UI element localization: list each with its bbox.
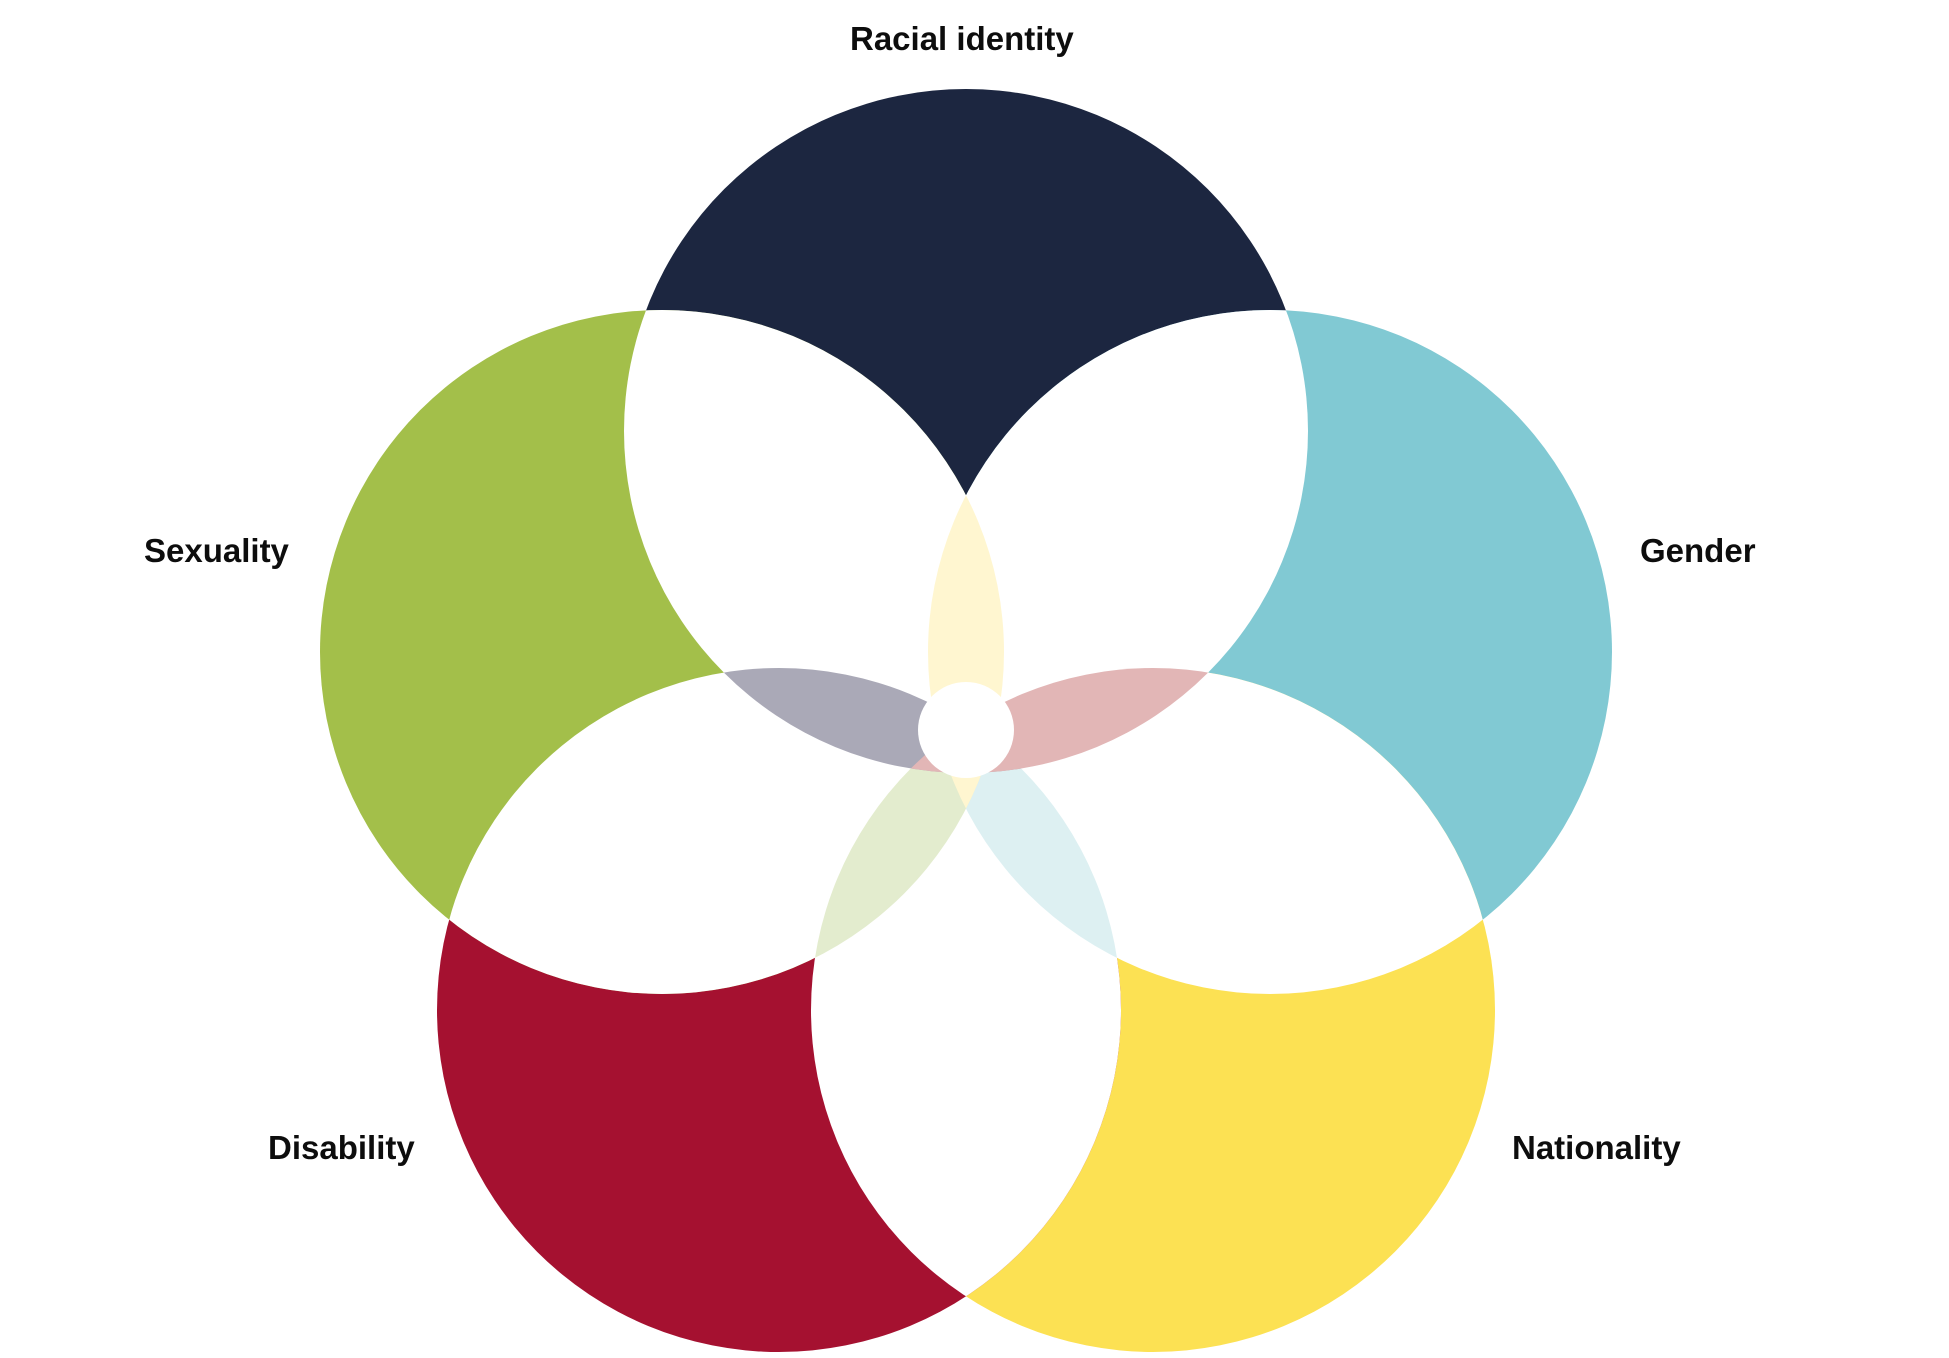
label-gender: Gender <box>1640 532 1756 569</box>
label-racial-identity: Racial identity <box>850 20 1074 57</box>
label-nationality: Nationality <box>1512 1129 1681 1166</box>
overlap-nationality-disability <box>811 668 1121 1352</box>
label-sexuality: Sexuality <box>144 532 289 569</box>
center-hub <box>918 682 1014 778</box>
label-disability: Disability <box>268 1129 415 1166</box>
